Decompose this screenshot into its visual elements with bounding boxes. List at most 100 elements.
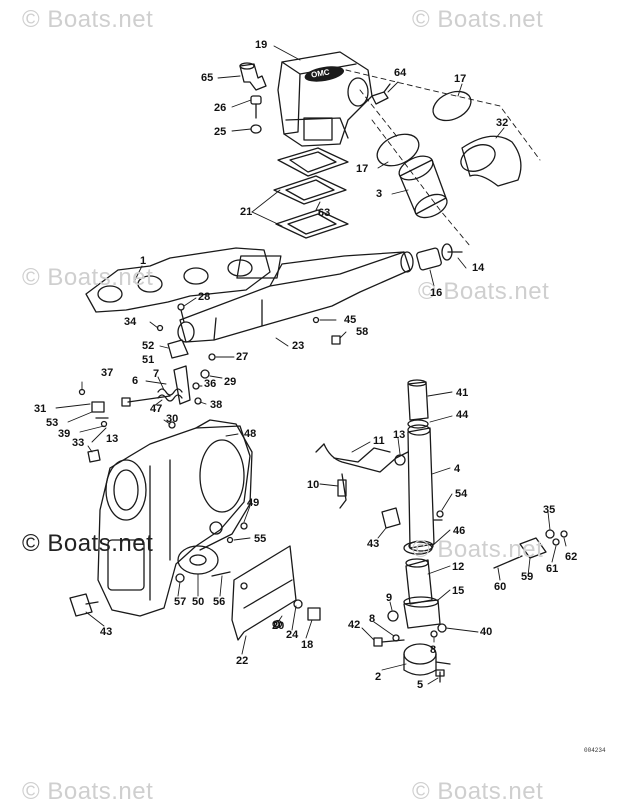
screw-58 bbox=[331, 335, 341, 345]
callout-number: 12 bbox=[452, 561, 465, 573]
callout-number: 27 bbox=[236, 351, 249, 363]
callout-number: 41 bbox=[456, 387, 469, 399]
nut-40 bbox=[437, 623, 447, 633]
callout-number: 49 bbox=[247, 497, 260, 509]
manifold-gasket bbox=[85, 247, 271, 313]
pulley-50 bbox=[177, 545, 219, 575]
callout-number: 47 bbox=[150, 403, 163, 415]
leader-lines bbox=[55, 45, 567, 685]
nut-24 bbox=[293, 599, 303, 609]
callout-number: 34 bbox=[124, 316, 137, 328]
callout-number: 43 bbox=[367, 538, 380, 550]
bracket-52-51 bbox=[167, 339, 191, 405]
clamp-2 bbox=[373, 637, 451, 683]
callout-number: 64 bbox=[394, 67, 407, 79]
bolt-28 bbox=[177, 303, 185, 311]
nut-36 bbox=[192, 382, 200, 390]
callout-number: 58 bbox=[356, 326, 369, 338]
heat-exchanger bbox=[395, 424, 443, 552]
callout-number: 52 bbox=[142, 340, 155, 352]
hose-12 bbox=[405, 558, 433, 605]
bolt-6 bbox=[127, 395, 171, 403]
callout-number: 7 bbox=[153, 368, 160, 380]
sleeve-59 bbox=[519, 537, 547, 559]
watermark: © Boats.net bbox=[22, 264, 154, 291]
assembly-lines bbox=[345, 69, 541, 247]
callout-number: 22 bbox=[236, 655, 249, 667]
screw-49 bbox=[240, 522, 248, 530]
nut-9 bbox=[387, 610, 399, 622]
mount-bracket-22 bbox=[231, 545, 297, 641]
callout-number: 19 bbox=[255, 39, 268, 51]
callout-number: 2 bbox=[375, 671, 382, 683]
callout-number: 23 bbox=[292, 340, 305, 352]
bracket-43-right bbox=[381, 507, 401, 529]
exhaust-elbow-housing bbox=[277, 51, 373, 147]
clamp-46 bbox=[403, 541, 433, 555]
callout-number: 46 bbox=[453, 525, 466, 537]
callout-number: 37 bbox=[101, 367, 114, 379]
nut-27 bbox=[208, 353, 216, 361]
callout-number: 51 bbox=[142, 354, 155, 366]
callout-number: 59 bbox=[521, 571, 534, 583]
plug-54 bbox=[436, 510, 444, 518]
screw-26 bbox=[250, 95, 262, 119]
figure-code: 004234 bbox=[584, 747, 606, 754]
callout-number: 57 bbox=[174, 596, 187, 608]
washer-20 bbox=[273, 619, 283, 629]
callout-number: 39 bbox=[58, 428, 71, 440]
callout-number: 5 bbox=[417, 679, 424, 691]
pin-60 bbox=[493, 555, 523, 569]
callout-number: 29 bbox=[224, 376, 237, 388]
clamp-44 bbox=[407, 419, 429, 429]
callout-number: 30 bbox=[166, 413, 179, 425]
callout-number: 33 bbox=[72, 437, 85, 449]
washer-45 bbox=[312, 316, 320, 324]
watermark: © Boats.net bbox=[22, 6, 154, 33]
callout-number: 56 bbox=[213, 596, 226, 608]
callout-number: 8 bbox=[430, 644, 437, 656]
callout-number: 26 bbox=[214, 102, 227, 114]
callout-number: 50 bbox=[192, 596, 205, 608]
callout-number: 28 bbox=[198, 291, 211, 303]
drain-cock-64 bbox=[371, 83, 391, 105]
watermark: © Boats.net bbox=[418, 278, 550, 305]
callout-number: 43 bbox=[100, 626, 113, 638]
callout-number: 65 bbox=[201, 72, 214, 84]
callout-number: 17 bbox=[356, 163, 369, 175]
callout-number: 55 bbox=[254, 533, 267, 545]
callout-number: 10 bbox=[307, 479, 320, 491]
watermark: © Boats.net bbox=[22, 530, 154, 557]
drive-housing bbox=[97, 419, 253, 617]
part-55 bbox=[226, 536, 234, 544]
callout-number: 61 bbox=[546, 563, 559, 575]
washer-8 bbox=[392, 634, 400, 642]
plug-13 bbox=[87, 449, 101, 463]
callout-number: 8 bbox=[369, 613, 376, 625]
callout-number: 60 bbox=[494, 581, 507, 593]
sleeve-41 bbox=[407, 379, 429, 421]
watermark: © Boats.net bbox=[412, 778, 544, 805]
plug-13b bbox=[394, 454, 406, 466]
callout-number: 42 bbox=[348, 619, 361, 631]
callout-number: 25 bbox=[214, 126, 227, 138]
callout-number: 20 bbox=[272, 620, 285, 632]
callout-number: 24 bbox=[286, 629, 299, 641]
bolt-18 bbox=[307, 607, 321, 621]
callout-number: 40 bbox=[480, 626, 493, 638]
callout-number: 14 bbox=[472, 262, 485, 274]
callout-number: 21 bbox=[240, 206, 253, 218]
callout-number: 36 bbox=[204, 378, 217, 390]
callout-number: 44 bbox=[456, 409, 469, 421]
callout-number: 13 bbox=[106, 433, 119, 445]
callout-number: 6 bbox=[132, 375, 139, 387]
washer-61 bbox=[552, 538, 560, 546]
callout-number: 38 bbox=[210, 399, 223, 411]
omc-logo bbox=[304, 66, 345, 82]
fitting-65 bbox=[239, 62, 267, 91]
callout-number: 45 bbox=[344, 314, 357, 326]
callout-number: 53 bbox=[46, 417, 59, 429]
washer-25 bbox=[250, 124, 262, 134]
washer-35 bbox=[545, 529, 555, 539]
